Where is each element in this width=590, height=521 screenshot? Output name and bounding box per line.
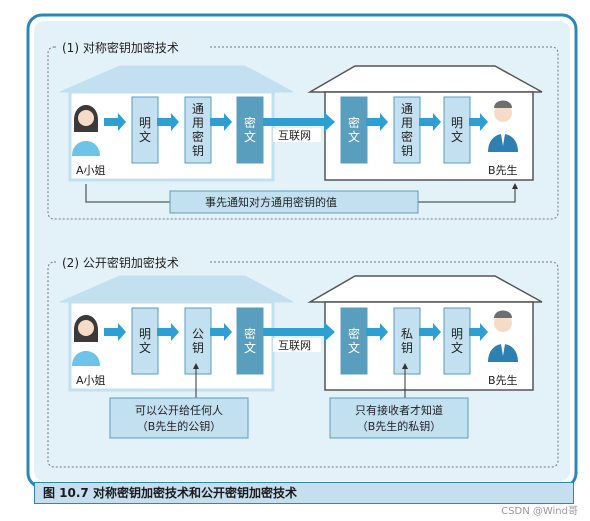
svg-text:通: 通	[401, 102, 413, 116]
section1-frame	[47, 46, 559, 220]
note-text-1: 事先通知对方通用密钥的值	[205, 195, 337, 209]
s1-right-box-1: 密文	[340, 96, 368, 164]
s1-right-box-3: 明文	[443, 96, 471, 164]
person-a-icon	[72, 105, 100, 156]
svg-text:文: 文	[139, 340, 151, 355]
section2-frame	[47, 261, 559, 468]
svg-text:密: 密	[192, 129, 204, 144]
svg-text:密: 密	[244, 326, 256, 341]
s1-right-box-2: 通用密钥	[393, 96, 421, 164]
s2-left-box-2: 公钥	[184, 307, 212, 375]
note-box-1	[169, 190, 419, 214]
svg-text:通: 通	[192, 102, 204, 116]
note-box-left	[109, 397, 249, 439]
s2-right-box-1: 密文	[340, 307, 368, 375]
watermark: CSDN @Wind哥	[501, 506, 578, 517]
note-line: 可以公开给任何人	[135, 404, 223, 417]
svg-text:用: 用	[192, 116, 204, 130]
person-a-label: A小姐	[76, 163, 106, 177]
svg-text:明: 明	[451, 327, 463, 341]
person-b-icon	[488, 100, 518, 152]
svg-text:文: 文	[451, 129, 463, 144]
svg-text:钥: 钥	[192, 341, 204, 355]
svg-text:文: 文	[244, 129, 256, 144]
svg-text:密: 密	[348, 326, 360, 341]
svg-text:文: 文	[348, 129, 360, 144]
person-a-label: A小姐	[76, 373, 106, 387]
svg-text:私: 私	[401, 327, 413, 341]
svg-text:文: 文	[244, 340, 256, 355]
note-line: 只有接收者才知道	[355, 403, 443, 417]
svg-text:密: 密	[348, 115, 360, 130]
svg-text:钥: 钥	[192, 144, 204, 158]
note-text-left: 可以公开给任何人 （B先生的公钥）	[135, 404, 223, 433]
person-b-label: B先生	[488, 373, 518, 387]
section2-title: (2) 公开密钥加密技术	[62, 255, 179, 270]
note-text-right: 只有接收者才知道 （B先生的私钥）	[355, 403, 443, 433]
svg-text:密: 密	[244, 115, 256, 130]
s1-left-box-1: 明文	[131, 96, 159, 164]
svg-text:文: 文	[451, 340, 463, 355]
figure-caption: 图 10.7 对称密钥加密技术和公开密钥加密技术	[34, 482, 574, 504]
svg-text:密: 密	[401, 129, 413, 144]
svg-text:明: 明	[139, 327, 151, 341]
svg-text:文: 文	[348, 340, 360, 355]
s2-left-box-1: 明文	[131, 307, 159, 375]
note-box-right	[329, 397, 469, 439]
s2-left-box-3: 密文	[236, 307, 264, 375]
s1-left-box-3: 密文	[236, 96, 264, 164]
svg-text:用: 用	[401, 116, 413, 130]
flow-arrows-2	[104, 322, 488, 342]
flow-arrows-1	[104, 112, 488, 132]
person-b-label: B先生	[488, 163, 518, 177]
s2-right-box-3: 明文	[443, 307, 471, 375]
note-line: （B先生的公钥）	[137, 419, 222, 433]
svg-text:钥: 钥	[401, 341, 413, 355]
svg-text:公: 公	[192, 327, 204, 341]
note-line: （B先生的私钥）	[357, 419, 442, 433]
svg-text:明: 明	[139, 116, 151, 130]
person-b-icon	[488, 310, 518, 362]
channel-label-1: 互联网	[278, 129, 311, 142]
s2-right-box-2: 私钥	[393, 307, 421, 375]
section1-title: (1) 对称密钥加密技术	[62, 40, 179, 55]
channel-label-2: 互联网	[278, 339, 311, 352]
person-a-icon	[72, 315, 100, 366]
svg-text:文: 文	[139, 129, 151, 144]
svg-text:钥: 钥	[401, 144, 413, 158]
s1-left-box-2: 通用密钥	[184, 96, 212, 164]
svg-text:明: 明	[451, 116, 463, 130]
